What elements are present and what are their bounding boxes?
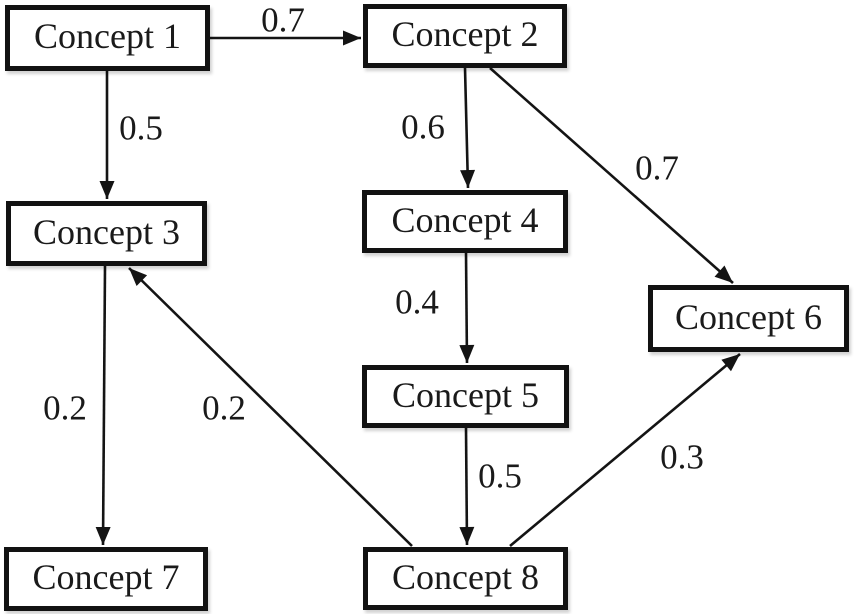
node-concept-1-label: Concept 1 xyxy=(34,16,181,56)
node-concept-7: Concept 7 xyxy=(4,547,208,611)
node-concept-3-label: Concept 3 xyxy=(33,211,180,252)
edge-weight-c3-c7: 0.2 xyxy=(43,388,87,428)
edge-arrow-c8-c3 xyxy=(128,267,413,547)
node-concept-6-label: Concept 6 xyxy=(675,296,822,337)
node-concept-4-label: Concept 4 xyxy=(391,199,539,240)
edge-arrow-c2-c6 xyxy=(489,67,734,284)
edge-weight-c5-c8: 0.5 xyxy=(478,456,522,496)
edge-arrow-c5-c8 xyxy=(459,427,475,546)
node-concept-8: Concept 8 xyxy=(363,547,568,610)
node-concept-5-label: Concept 5 xyxy=(392,374,539,415)
node-concept-2-label: Concept 2 xyxy=(391,14,539,54)
node-concept-7-label: Concept 7 xyxy=(32,557,180,597)
edge-arrow-c4-c5 xyxy=(459,252,475,364)
edge-weight-c8-c6: 0.3 xyxy=(660,437,704,477)
node-concept-1: Concept 1 xyxy=(5,5,210,71)
edge-arrow-c3-c7 xyxy=(95,265,111,546)
edge-weight-c2-c6: 0.7 xyxy=(635,148,679,188)
node-concept-4: Concept 4 xyxy=(362,190,568,253)
node-concept-6: Concept 6 xyxy=(648,285,849,352)
edge-weight-c2-c4: 0.6 xyxy=(401,107,445,147)
node-concept-2: Concept 2 xyxy=(363,4,567,68)
node-concept-3: Concept 3 xyxy=(6,201,207,266)
edge-arrow-c2-c4 xyxy=(460,67,476,189)
edge-weight-c1-c2: 0.7 xyxy=(261,0,305,40)
node-concept-5: Concept 5 xyxy=(362,365,569,428)
edge-arrow-c8-c6 xyxy=(509,353,741,547)
edge-weight-c8-c3: 0.2 xyxy=(202,388,246,428)
edge-weight-c4-c5: 0.4 xyxy=(395,282,439,322)
node-concept-8-label: Concept 8 xyxy=(392,556,539,597)
edge-weight-c1-c3: 0.5 xyxy=(119,108,163,148)
